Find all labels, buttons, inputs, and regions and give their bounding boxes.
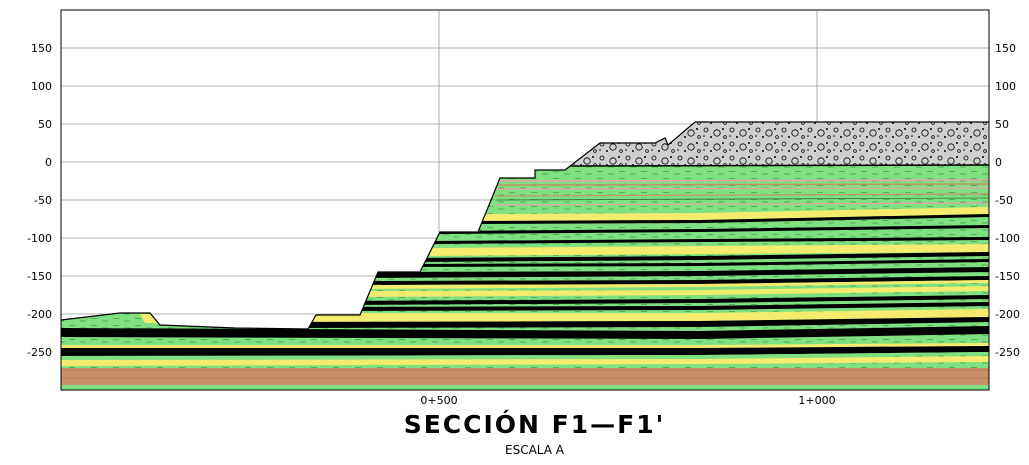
y-tick-label-right: 0: [995, 156, 1002, 169]
y-tick-label-left: 0: [45, 156, 52, 169]
ground-profile: [60, 121, 989, 330]
y-tick-label-left: -150: [27, 270, 52, 283]
section-scale: ESCALA A: [505, 443, 564, 457]
y-tick-label-right: 50: [995, 118, 1009, 131]
y-tick-label-right: 100: [995, 80, 1016, 93]
x-tick-label-1000: 1+000: [798, 394, 835, 407]
y-tick-label-left: -250: [27, 346, 52, 359]
y-tick-label-left: 150: [31, 42, 52, 55]
y-tick-label-right: -50: [995, 194, 1013, 207]
y-tick-label-left: -50: [34, 194, 52, 207]
x-tick-label-0500: 0+500: [420, 394, 457, 407]
y-axis-right-labels: 150 100 50 0 -50 -100 -150 -200 -250: [995, 42, 1020, 359]
section-title: SECCIÓN F1—F1': [403, 410, 666, 439]
y-tick-label-right: -200: [995, 308, 1020, 321]
y-tick-label-right: 150: [995, 42, 1016, 55]
y-tick-label-right: -150: [995, 270, 1020, 283]
y-tick-label-left: 50: [38, 118, 52, 131]
y-tick-label-right: -250: [995, 346, 1020, 359]
y-tick-label-left: -200: [27, 308, 52, 321]
y-tick-label-left: 100: [31, 80, 52, 93]
y-tick-label-right: -100: [995, 232, 1020, 245]
y-axis-left-labels: 150 100 50 0 -50 -100 -150 -200 -250: [27, 42, 52, 359]
y-tick-label-left: -100: [27, 232, 52, 245]
